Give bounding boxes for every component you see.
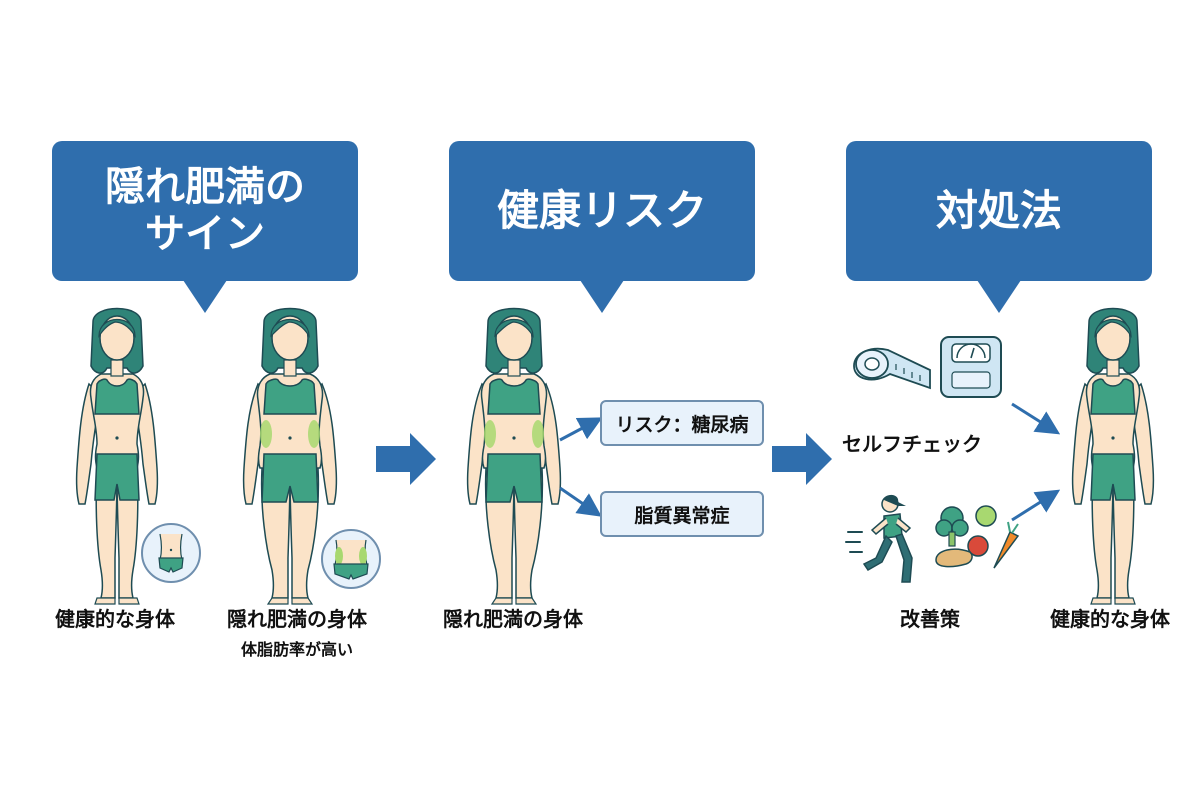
signs-title-line-2: サイン [145,211,265,257]
hidden-obesity-body-caption: 隠れ肥満の身体 [227,607,367,631]
risk-body-caption: 隠れ肥満の身体 [443,607,583,631]
running-woman-icon [845,492,926,588]
risks-title-bubble: 健康リスク [449,141,755,281]
signs-title-bubble: 隠れ肥満の サイン [52,141,358,281]
flow-arrow-1 [376,432,438,486]
healthy-body-caption: 健康的な身体 [55,607,175,631]
vegetables-icon [930,498,1020,580]
remedies-title-bubble: 対処法 [846,141,1152,281]
self-check-label: セルフチェック [842,432,982,456]
remedy-arrow-check [1011,402,1061,435]
bathroom-scale-icon [938,334,1004,400]
risk-dyslipidemia-box: 脂質異常症 [600,491,764,537]
belly-fat-icon [320,528,382,590]
remedies-title: 対処法 [935,186,1062,236]
result-healthy-body-caption: 健康的な身体 [1050,607,1170,631]
risk-diabetes-box: リスク：糖尿病 [600,400,764,446]
improvement-label: 改善策 [900,607,960,631]
flow-arrow-2 [772,432,834,486]
signs-title-line-1: 隠れ肥満の [105,163,305,210]
healthy-result-woman-figure [1058,307,1168,605]
tape-measure-icon [848,340,932,394]
high-body-fat-caption: 体脂肪率が高い [240,640,353,659]
risk-woman-figure [456,307,572,605]
slim-waist-icon [140,522,202,584]
risks-title: 健康リスク [496,186,707,236]
